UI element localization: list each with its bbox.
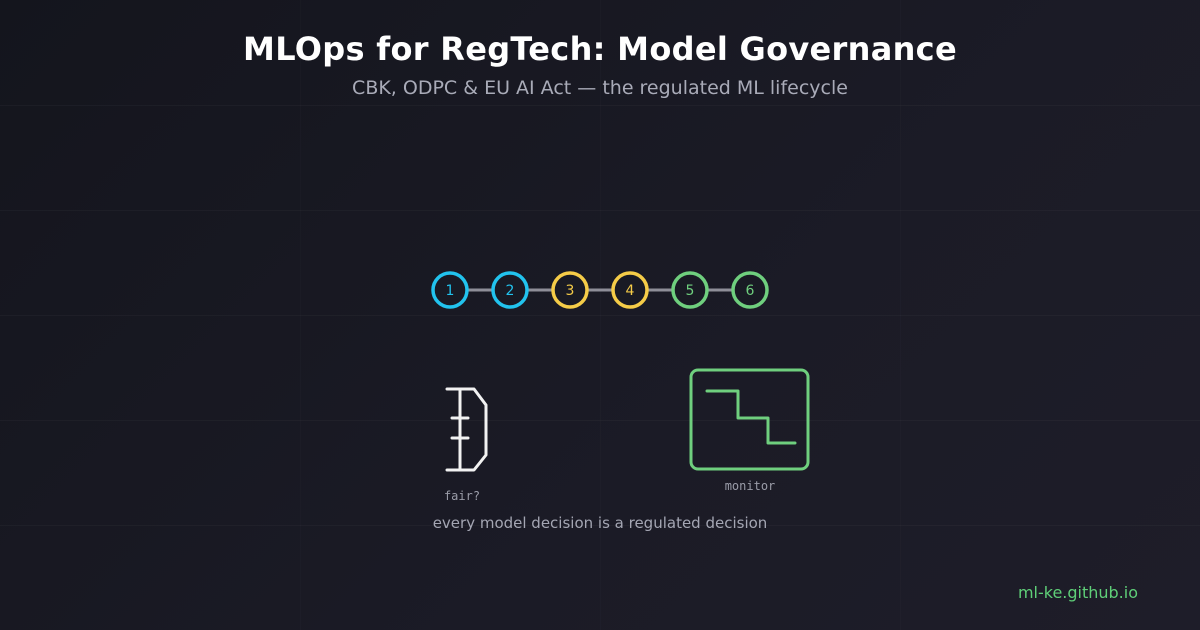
pipeline-step-label: 1 xyxy=(446,283,455,299)
pipeline-step-label: 2 xyxy=(506,283,515,299)
pipeline-step-4 xyxy=(611,271,649,309)
pipeline-step-label: 6 xyxy=(746,283,755,299)
tagline-caption: every model decision is a regulated deci… xyxy=(432,514,768,532)
fairness-scale-icon xyxy=(445,387,488,472)
pipeline-step-6 xyxy=(731,271,769,309)
pipeline: 1 2 3 4 5 6 xyxy=(431,271,769,309)
pipeline-step-label: 3 xyxy=(566,283,575,299)
site-link[interactable]: ml-ke.github.io xyxy=(1017,583,1138,602)
fairness-label: fair? xyxy=(444,489,480,503)
monitor-icon xyxy=(689,368,810,471)
page-subtitle: CBK, ODPC & EU AI Act — the regulated ML… xyxy=(352,77,848,99)
monitor-label: monitor xyxy=(725,479,776,493)
pipeline-step-2 xyxy=(491,271,529,309)
pipeline-step-1 xyxy=(431,271,469,309)
page-title: MLOps for RegTech: Model Governance xyxy=(243,30,957,68)
pipeline-step-label: 4 xyxy=(626,283,635,299)
pipeline-step-label: 5 xyxy=(686,283,695,299)
pipeline-step-5 xyxy=(671,271,709,309)
pipeline-step-3 xyxy=(551,271,589,309)
